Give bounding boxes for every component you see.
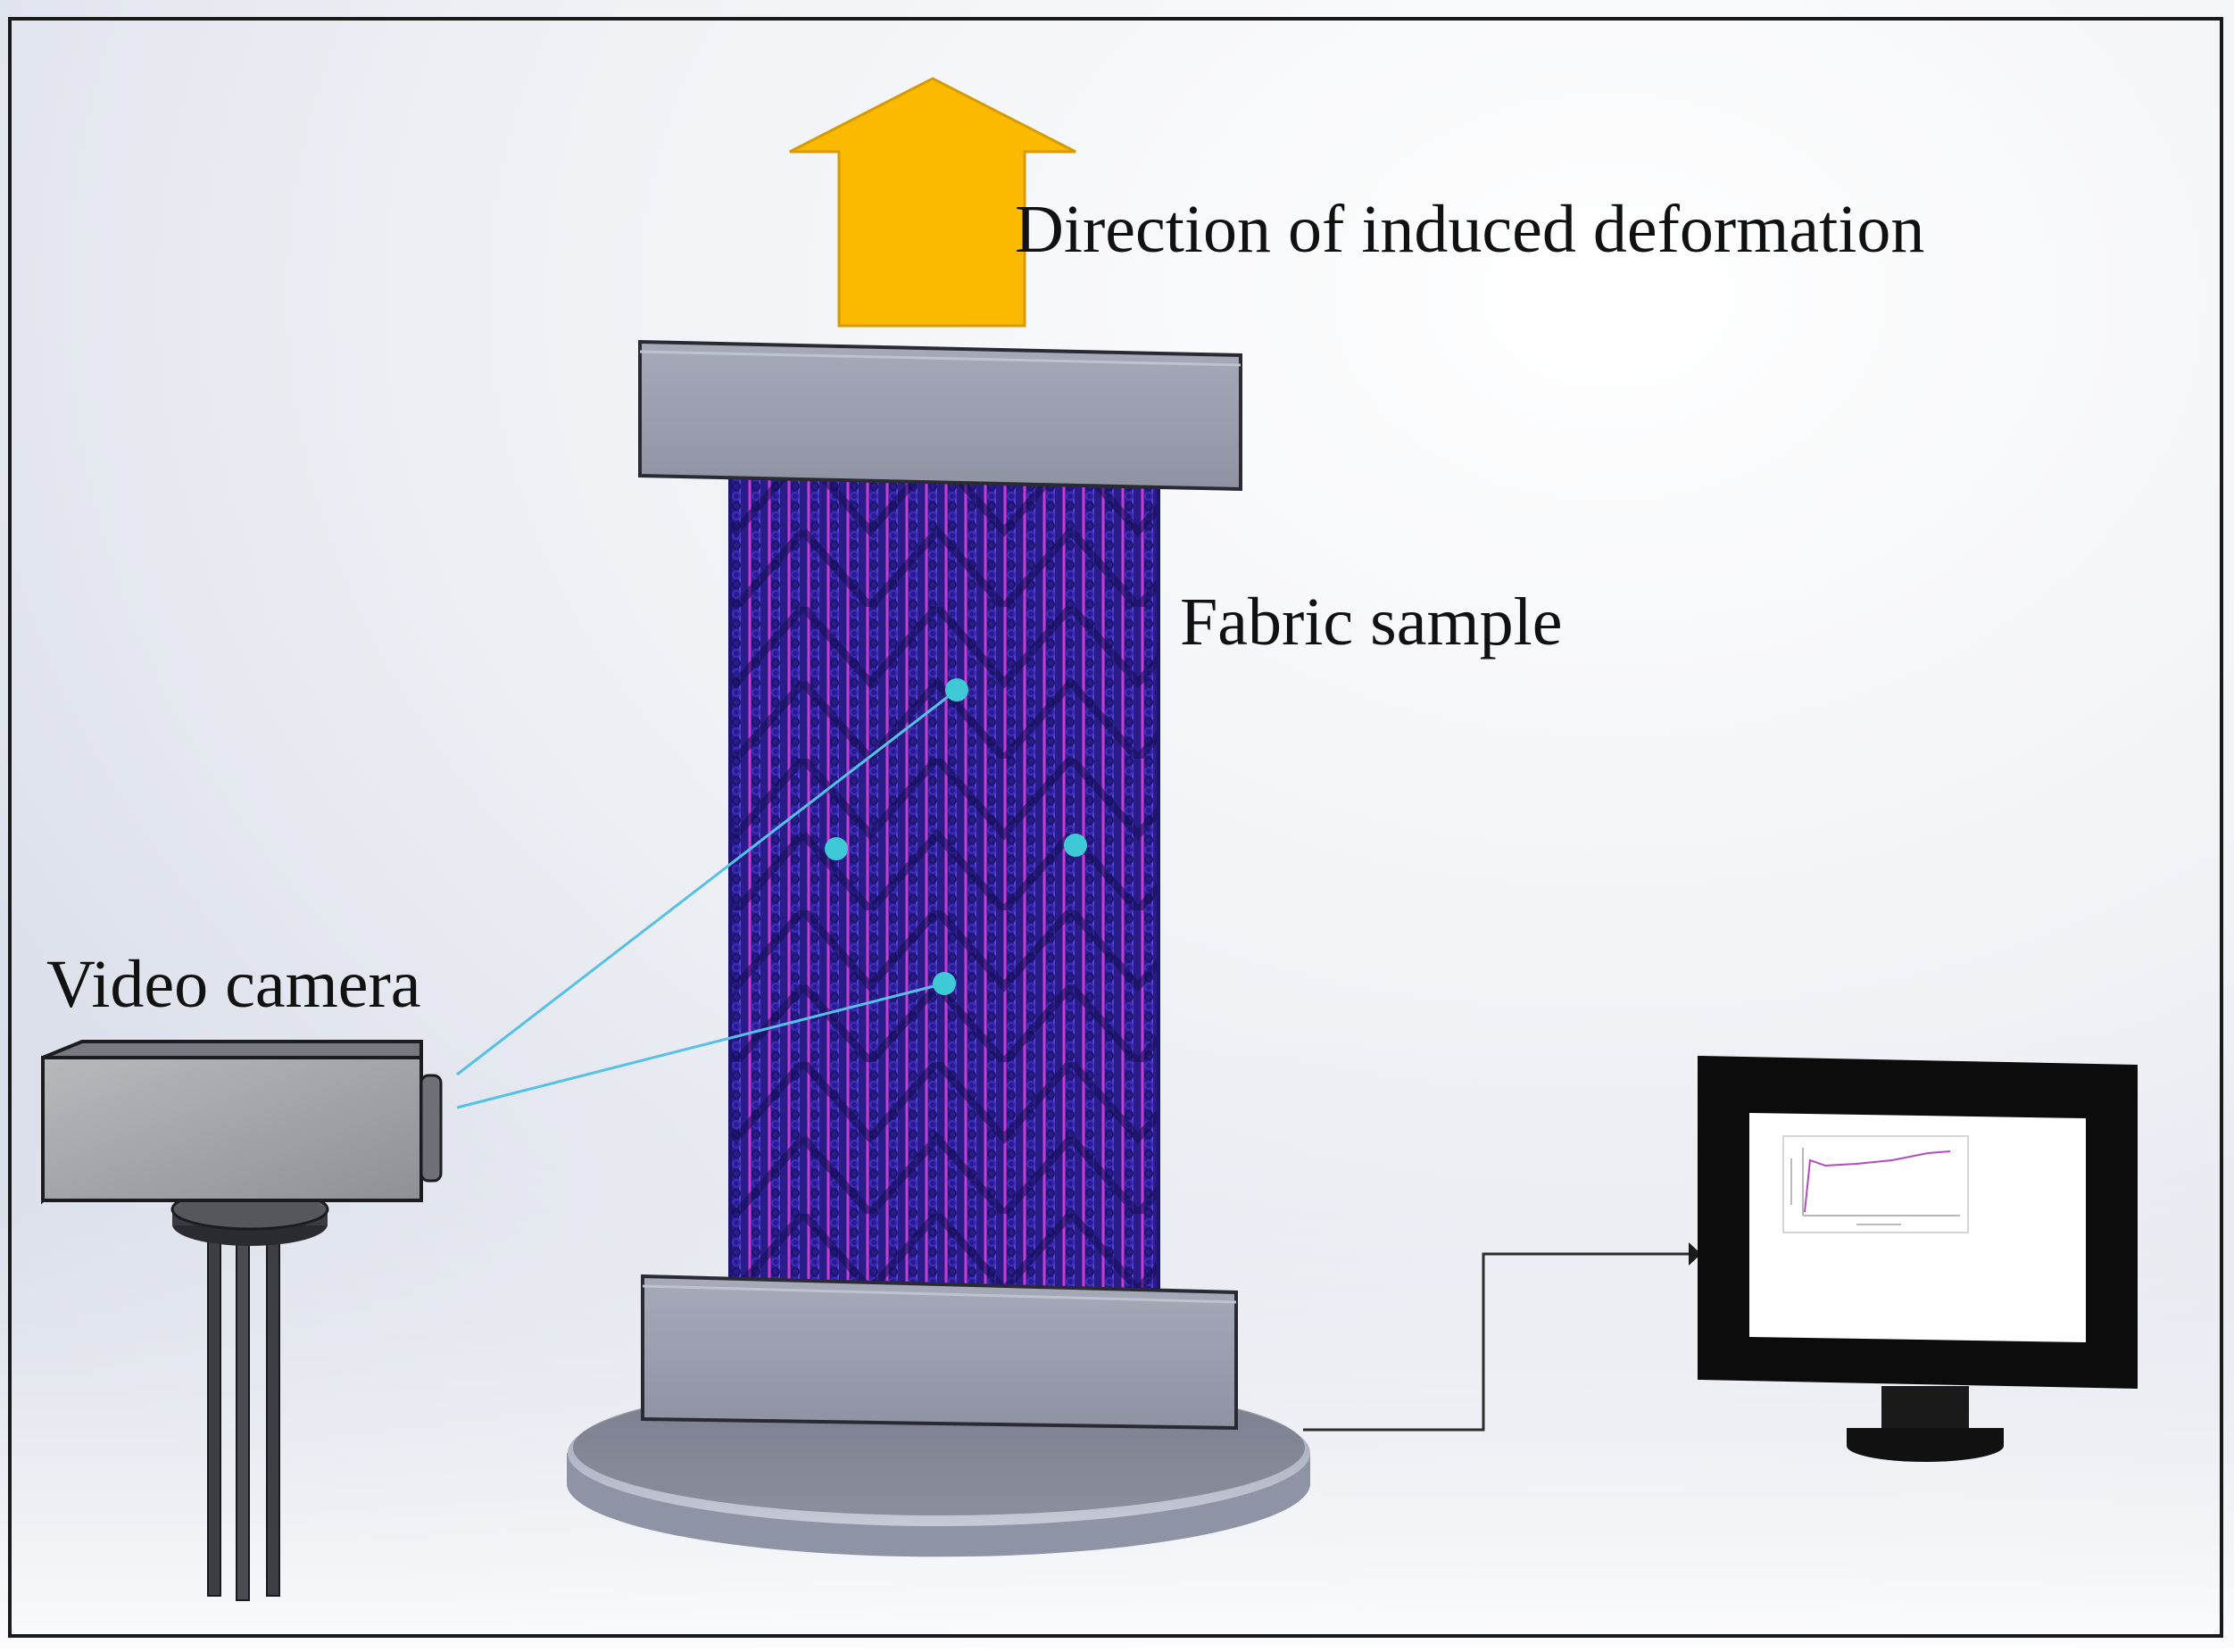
deformation-arrow-icon	[789, 77, 1076, 328]
camera-label: Video camera	[46, 947, 421, 1022]
bottom-clamp	[641, 1274, 1238, 1431]
monitor-screen-chart	[1782, 1135, 1969, 1233]
tracking-marker-left	[825, 837, 848, 860]
monitor-icon	[1698, 1056, 2138, 1462]
tracking-marker-bottom	[933, 972, 956, 995]
figure-border	[8, 17, 2223, 1638]
cable-connector	[1689, 1242, 1701, 1266]
camera-sight-lines	[456, 688, 958, 1109]
fabric-label: Fabric sample	[1180, 585, 1562, 660]
tracking-marker-right	[1064, 834, 1087, 857]
top-clamp	[638, 339, 1242, 492]
tracking-marker-top	[945, 678, 968, 701]
fabric-sample	[728, 476, 1160, 1291]
data-cable	[1303, 1252, 1689, 1432]
video-camera-icon	[41, 1040, 443, 1601]
direction-label: Direction of induced deformation	[1015, 192, 1924, 267]
